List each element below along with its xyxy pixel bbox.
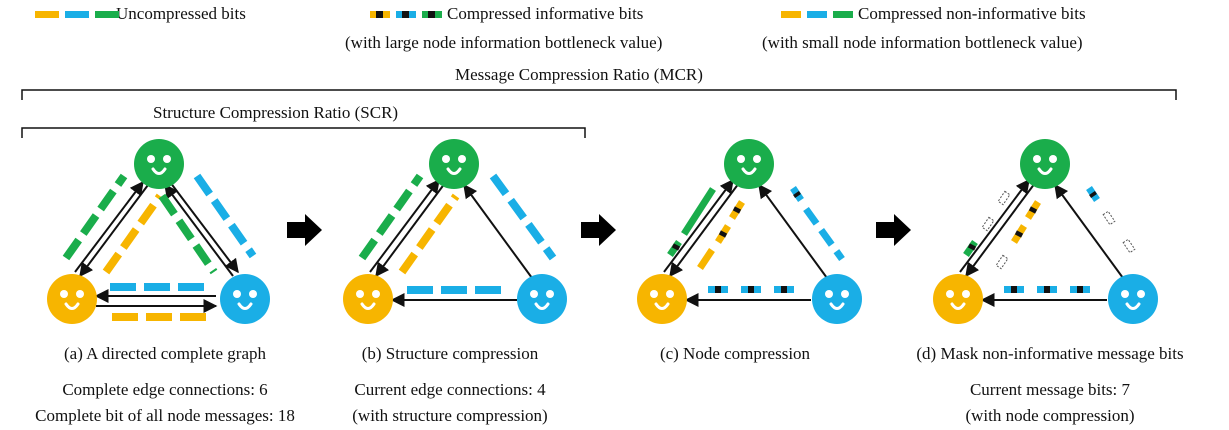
next-arrow-2 — [581, 214, 616, 246]
caption-d: (d) Mask non-informative message bits — [916, 344, 1184, 363]
stat-a-edges: Complete edge connections: 6 — [62, 380, 268, 399]
stat-a-bits: Complete bit of all node messages: 18 — [35, 406, 295, 425]
next-arrow-1 — [287, 214, 322, 246]
caption-b: (b) Structure compression — [361, 344, 539, 363]
mcr-bracket — [21, 89, 1177, 100]
next-arrow-3 — [876, 214, 911, 246]
caption-c: (c) Node compression — [659, 344, 811, 363]
panel-d — [933, 139, 1158, 324]
stat-b-note: (with structure compression) — [352, 406, 548, 425]
legend-uncompressed-swatch — [35, 11, 119, 18]
mcr-label: Message Compression Ratio (MCR) — [455, 65, 703, 84]
legend-informative-note: (with large node information bottleneck … — [345, 33, 663, 52]
stat-d-note: (with node compression) — [965, 406, 1135, 425]
legend-informative-label: Compressed informative bits — [447, 4, 644, 23]
legend-non-informative-label: Compressed non-informative bits — [858, 4, 1086, 23]
scr-label: Structure Compression Ratio (SCR) — [153, 103, 399, 122]
stat-b-edges: Current edge connections: 4 — [354, 380, 546, 399]
scr-bracket — [21, 127, 586, 138]
legend-non-informative-swatch — [781, 11, 853, 18]
legend-informative-swatch — [370, 11, 442, 18]
stat-d-bits: Current message bits: 7 — [969, 380, 1131, 399]
panel-b — [343, 139, 567, 324]
panel-c — [637, 139, 862, 324]
caption-a: (a) A directed complete graph — [63, 344, 267, 363]
panel-a — [47, 139, 270, 324]
legend-non-informative-note: (with small node information bottleneck … — [762, 33, 1083, 52]
legend-uncompressed-label: Uncompressed bits — [116, 4, 246, 23]
